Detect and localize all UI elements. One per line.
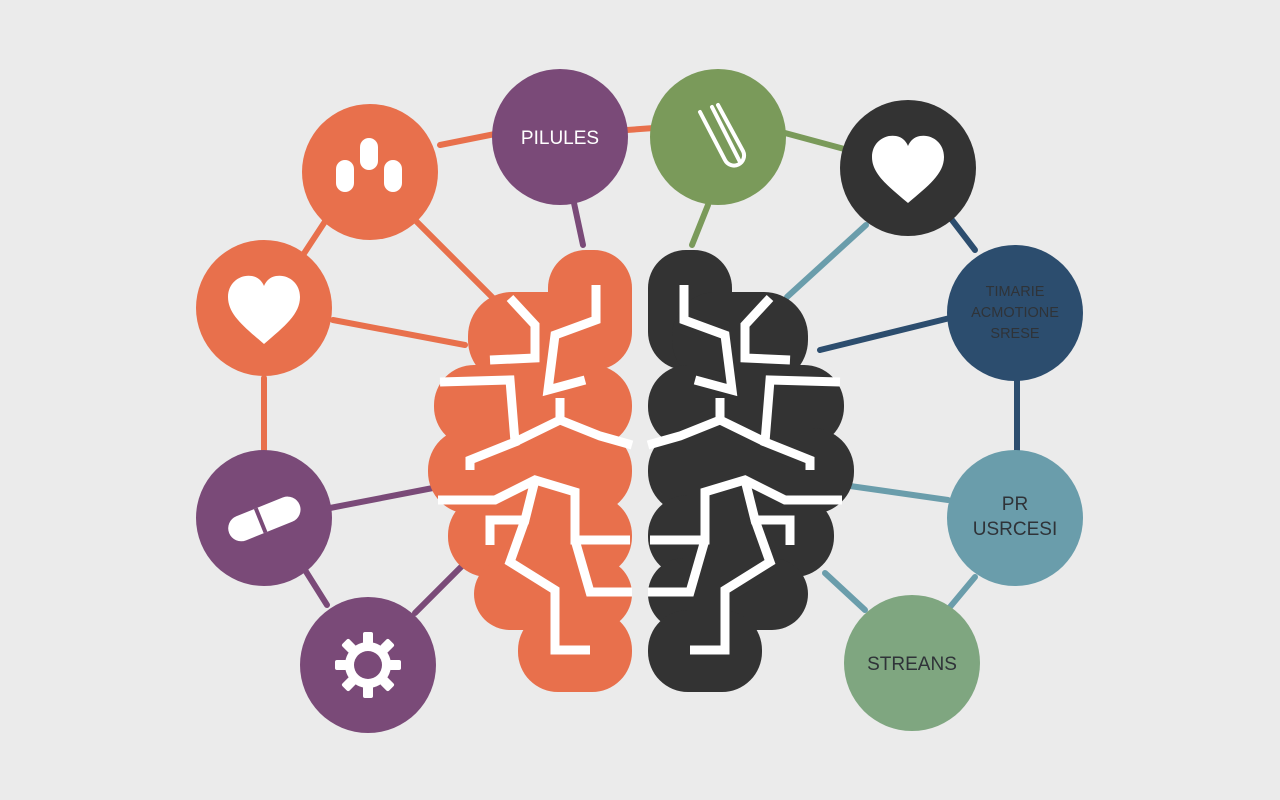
heart-icon xyxy=(228,275,300,344)
link-heartright-brain xyxy=(784,222,869,300)
paperclip-icon xyxy=(698,103,747,168)
heart-icon xyxy=(872,135,944,203)
timarie-label-line-1: TIMARIE xyxy=(986,284,1045,300)
link-gear-brain xyxy=(412,562,466,616)
node-paperclip[interactable] xyxy=(650,69,786,205)
link-capsule-brain xyxy=(327,485,436,511)
link-bars-heartleft xyxy=(300,217,329,258)
link-bars-pilules xyxy=(437,131,498,148)
link-paperclip-heartright xyxy=(782,130,851,153)
node-capsule[interactable] xyxy=(196,450,332,586)
node-timarie[interactable]: TIMARIE ACMOTIONE SRESE xyxy=(947,245,1083,381)
link-pr-brain xyxy=(847,483,951,503)
node-pr[interactable]: PR USRCESI xyxy=(947,450,1083,586)
link-paperclip-brain xyxy=(689,202,711,248)
bars-chart-icon xyxy=(336,138,402,192)
link-pilules-paperclip xyxy=(624,125,657,133)
brain-right-hemisphere xyxy=(648,250,854,692)
timarie-label-line-3: SRESE xyxy=(990,326,1039,342)
link-timarie-brain xyxy=(817,315,953,353)
link-streans-brain xyxy=(822,570,868,613)
link-capsule-gear xyxy=(302,567,330,608)
brain-left-fissures xyxy=(438,285,634,655)
pilules-label: PILULES xyxy=(521,128,599,149)
link-pr-streans xyxy=(947,574,978,610)
node-bars[interactable] xyxy=(302,104,438,240)
streans-label: STREANS xyxy=(867,654,957,675)
gear-icon xyxy=(335,632,401,698)
connection-lines xyxy=(261,125,1020,616)
node-heart-right[interactable] xyxy=(840,100,976,236)
link-pilules-brain xyxy=(571,200,586,248)
pr-label-line-1: PR xyxy=(1002,494,1028,515)
node-gear[interactable] xyxy=(300,597,436,733)
node-streans[interactable]: STREANS xyxy=(844,595,980,731)
node-heart-left[interactable] xyxy=(196,240,332,376)
brain-right-fissures xyxy=(646,285,842,655)
brain-illustration xyxy=(428,250,854,692)
link-heartleft-brain xyxy=(330,317,468,348)
link-heartright-timarie xyxy=(949,217,978,253)
pr-label-line-2: USRCESI xyxy=(973,519,1057,540)
timarie-label-line-2: ACMOTIONE xyxy=(971,305,1059,321)
node-pilules[interactable]: PILULES xyxy=(492,69,628,205)
link-bars-brain xyxy=(412,217,498,303)
capsule-pill-icon xyxy=(228,496,301,542)
